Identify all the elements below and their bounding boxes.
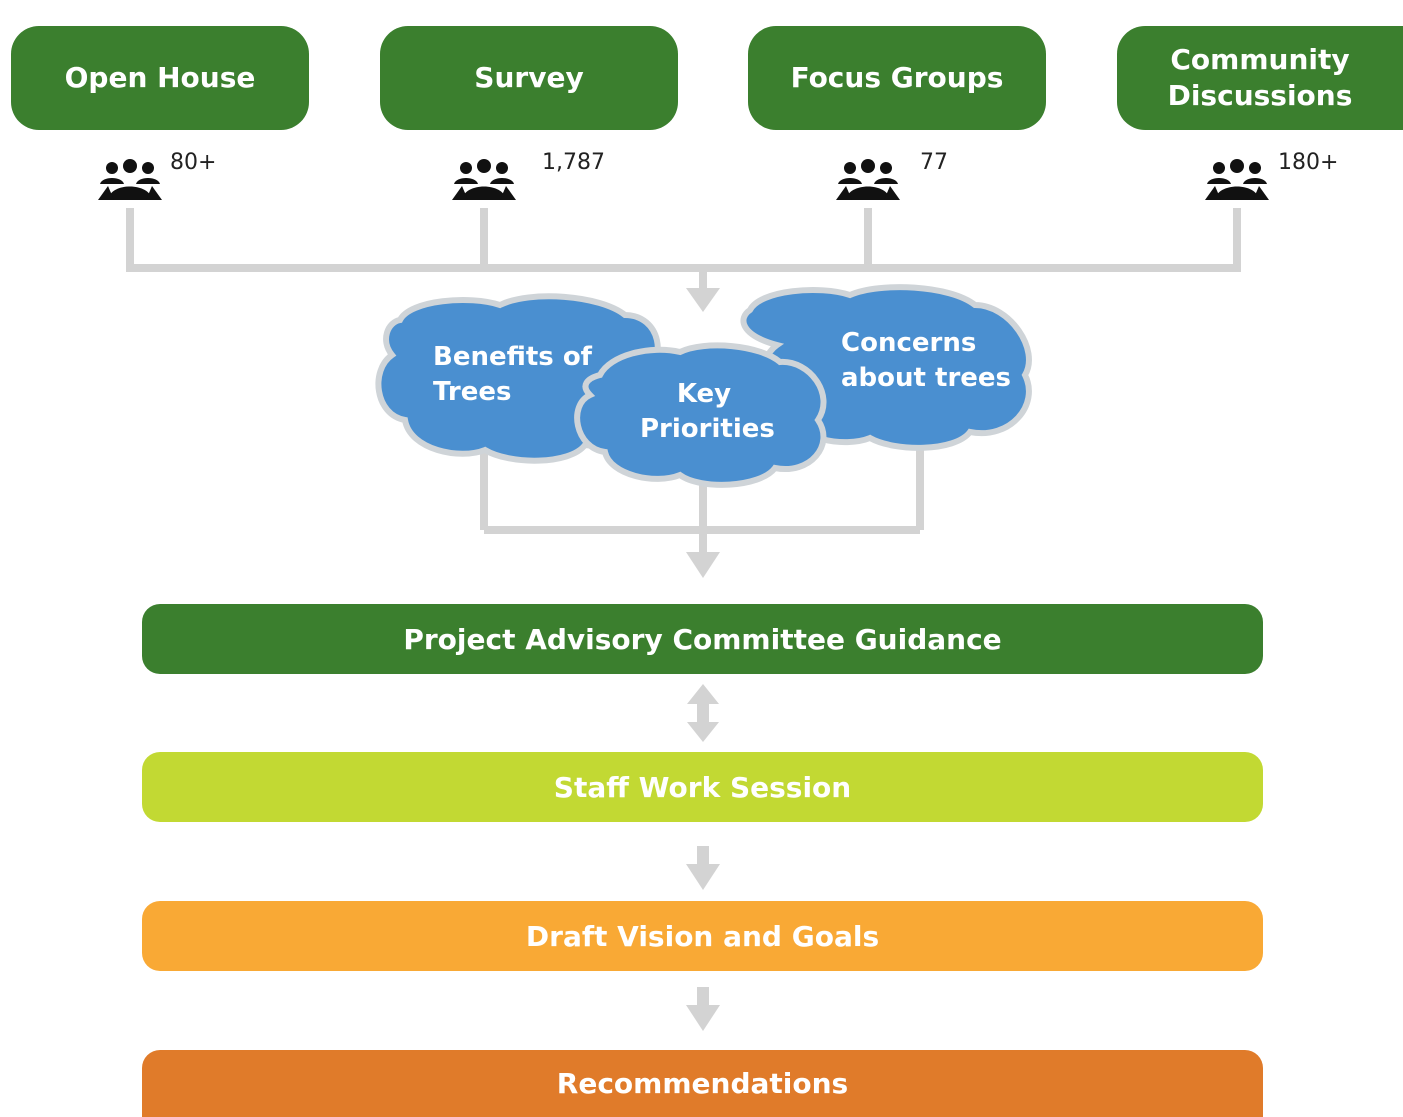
people-group-icon — [1205, 159, 1269, 200]
source-label: Focus Groups — [790, 61, 1004, 94]
source-survey: Survey — [380, 26, 678, 130]
cloud-label-benefits: Benefits of Trees — [433, 340, 592, 410]
down-arrow-icon — [686, 987, 720, 1031]
participant-count: 80+ — [170, 150, 217, 175]
cloud-label-line: Priorities — [640, 414, 775, 444]
source-label-line1: Community — [1170, 43, 1350, 76]
stage-advisory-committee: Project Advisory Committee Guidance — [142, 604, 1263, 674]
source-label: Survey — [474, 61, 584, 94]
cloud-label-line: Concerns — [841, 328, 977, 358]
people-group-icon — [98, 159, 162, 200]
stage-label: Draft Vision and Goals — [525, 919, 880, 953]
bidirectional-arrow-icon — [687, 684, 719, 742]
down-arrow-icon — [686, 846, 720, 890]
source-collector-lines — [126, 208, 1241, 294]
cloud-label-line: Key — [676, 379, 732, 409]
people-group-icon — [452, 159, 516, 200]
down-arrow-icon — [686, 552, 720, 578]
cloud-label-line: about trees — [841, 363, 1012, 393]
source-label-line2: Discussions — [1167, 79, 1353, 112]
stage-label: Recommendations — [556, 1067, 849, 1100]
participant-count: 77 — [920, 150, 948, 175]
people-group-icon — [836, 159, 900, 200]
stage-recommendations: Recommendations — [142, 1050, 1263, 1117]
stage-label: Staff Work Session — [553, 770, 852, 804]
cloud-key-priorities — [574, 342, 827, 488]
participant-count: 180+ — [1278, 150, 1339, 175]
participant-count: 1,787 — [542, 150, 605, 175]
down-arrow-icon — [686, 288, 720, 312]
cloud-label-line: Benefits of — [433, 342, 592, 372]
source-focus-groups: Focus Groups — [748, 26, 1046, 130]
source-open-house: Open House — [11, 26, 309, 130]
source-community-discussions: Community Discussions — [1117, 26, 1403, 130]
cloud-label-line: Trees — [433, 377, 512, 407]
cloud-label-priorities: Key Priorities — [640, 377, 775, 447]
stage-staff-work-session: Staff Work Session — [142, 752, 1263, 822]
source-label: Open House — [64, 61, 256, 94]
stage-label: Project Advisory Committee Guidance — [403, 622, 1002, 656]
stage-draft-vision-goals: Draft Vision and Goals — [142, 901, 1263, 971]
cloud-label-concerns: Concerns about trees — [841, 326, 1011, 396]
